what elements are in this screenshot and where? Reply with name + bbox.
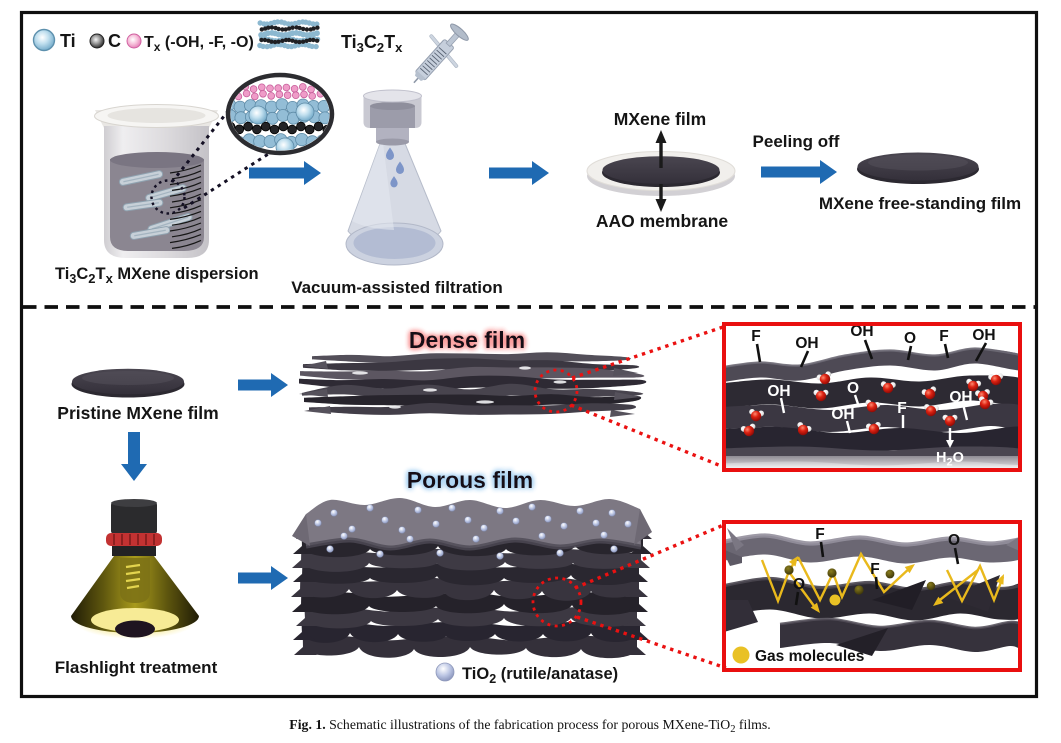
svg-text:OH: OH [850,323,873,340]
svg-text:Vacuum-assisted filtration: Vacuum-assisted filtration [291,278,503,297]
svg-text:F: F [751,328,760,345]
svg-text:OH: OH [795,335,818,352]
svg-text:C: C [108,31,121,51]
svg-text:MXene free-standing film: MXene free-standing film [819,194,1021,213]
svg-text:O: O [948,532,960,549]
svg-text:Ti: Ti [60,31,76,51]
svg-text:Ti3C2Tx MXene dispersion: Ti3C2Tx MXene dispersion [55,265,259,286]
svg-text:Ti3C2Tx: Ti3C2Tx [341,32,403,55]
svg-text:AAO membrane: AAO membrane [596,211,729,231]
svg-text:Flashlight treatment: Flashlight treatment [55,658,218,677]
svg-text:F: F [897,400,906,417]
svg-text:TiO2 (rutile/anatase): TiO2 (rutile/anatase) [462,665,618,686]
svg-text:H2O: H2O [936,450,964,469]
svg-text:O: O [793,576,805,593]
svg-text:Pristine MXene film: Pristine MXene film [57,403,218,423]
svg-text:F: F [815,526,824,543]
svg-text:OH: OH [972,327,995,344]
svg-text:Peeling off: Peeling off [753,132,840,151]
svg-text:Gas molecules: Gas molecules [755,648,864,665]
svg-text:O: O [904,330,916,347]
svg-text:Dense film: Dense film [409,327,525,353]
svg-text:Tx (-OH, -F, -O): Tx (-OH, -F, -O) [144,34,254,54]
svg-text:O: O [847,380,859,397]
svg-text:F: F [939,328,948,345]
svg-text:OH: OH [767,383,790,400]
svg-text:MXene film: MXene film [614,109,706,129]
svg-text:OH: OH [949,389,972,406]
svg-text:Fig. 1. Schematic illustration: Fig. 1. Schematic illustrations of the f… [289,717,770,735]
svg-text:OH: OH [831,406,854,423]
svg-text:F: F [870,561,879,578]
svg-text:Porous film: Porous film [407,467,534,493]
